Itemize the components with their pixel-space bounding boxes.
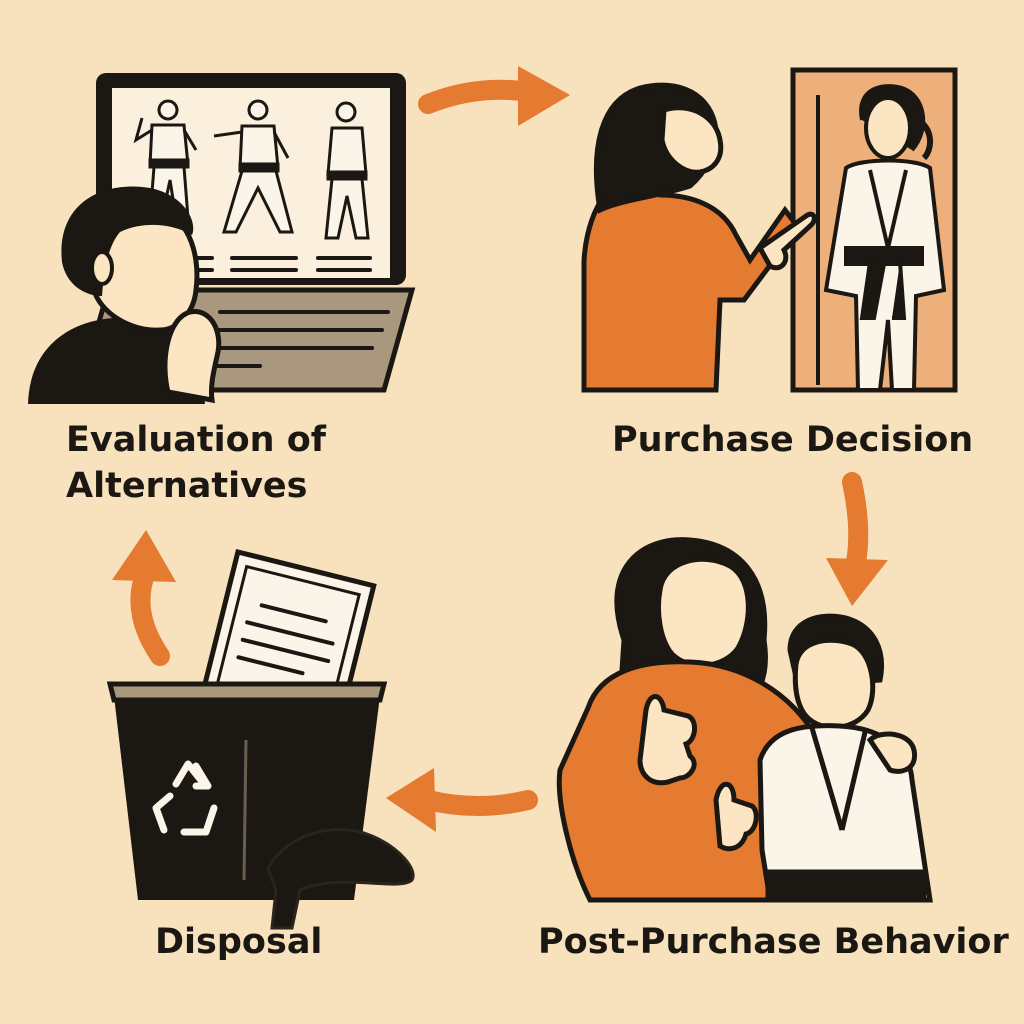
stage-label-post-purchase: Post-Purchase Behavior [538,922,1009,962]
karate-figure-3 [324,101,370,240]
arrow-right-icon [418,66,570,126]
stage-label-disposal: Disposal [155,922,323,962]
karate-figure-2 [213,99,294,234]
purchase-illustration [581,67,958,393]
man-shoulders [28,317,205,404]
stage-label-evaluation: Evaluation of Alternatives [66,420,327,506]
arrow-down-icon [826,472,888,606]
bin-rim [106,681,388,703]
parent-thumbs-up [556,537,821,903]
child-in-gi [823,84,947,392]
disposal-illustration [106,548,415,930]
bin-crease [242,739,248,881]
arrow-left-icon [386,768,538,832]
parent-pointing [581,82,817,393]
arrow-up-icon [112,530,176,666]
stage-label-purchase-decision: Purchase Decision [612,420,974,460]
post-purchase-illustration [556,537,933,903]
black-belt [266,828,415,930]
evaluation-illustration [28,73,416,404]
man-hand-on-chin [162,309,222,404]
man-ear [90,250,114,286]
recycle-icon [152,760,218,836]
child-thumbs-up [713,613,933,903]
